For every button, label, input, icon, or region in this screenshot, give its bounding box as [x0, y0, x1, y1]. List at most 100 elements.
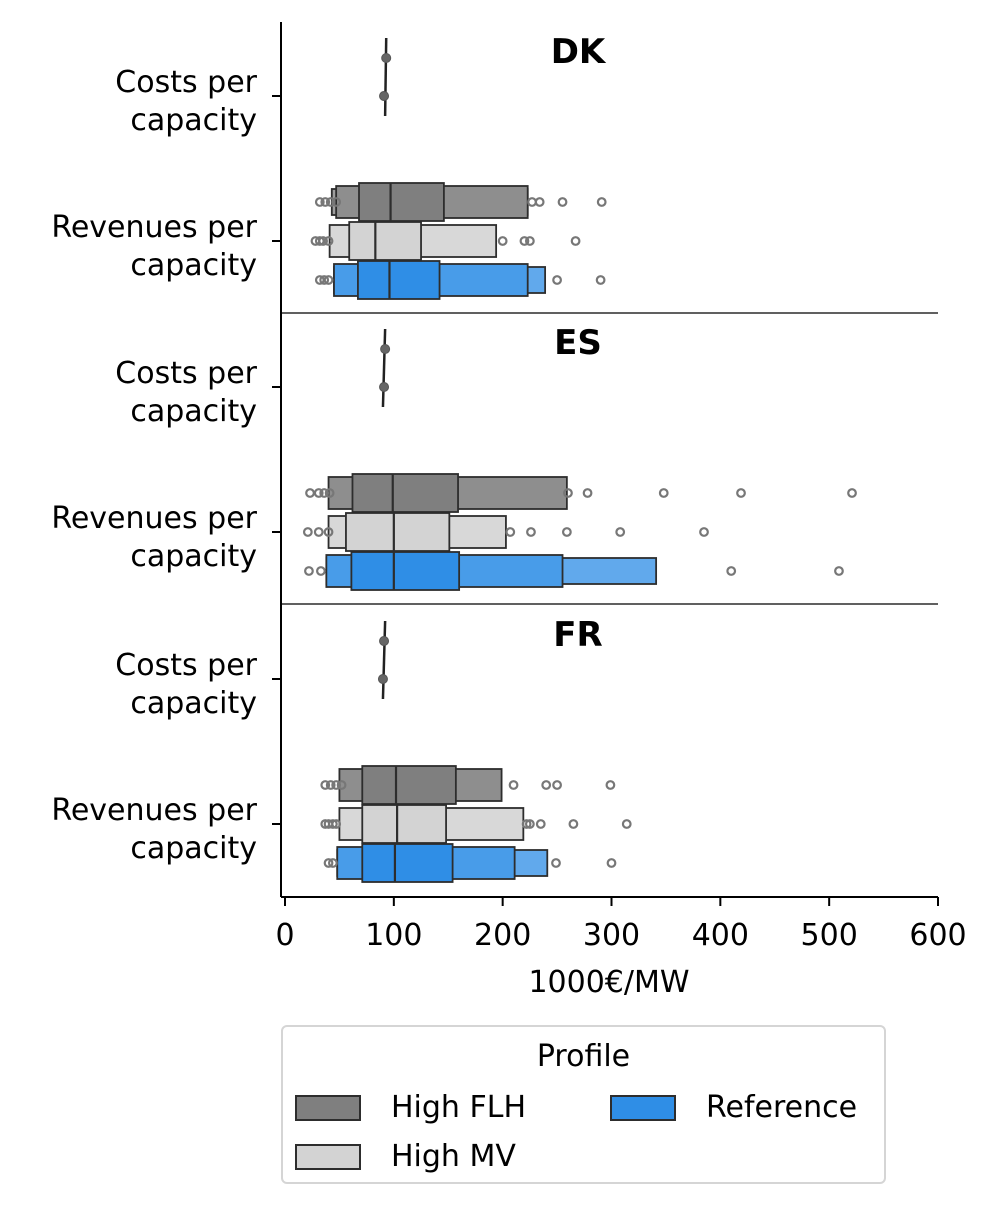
box-level-0 — [361, 843, 454, 883]
costs-point — [380, 344, 391, 354]
costs-point — [381, 53, 392, 63]
x-axis-label: 1000€/MW — [528, 965, 689, 1000]
x-tick-label: 100 — [365, 918, 422, 953]
costs-median-line — [383, 37, 388, 117]
outlier-point — [325, 780, 336, 790]
outlier-point — [323, 858, 334, 868]
box-level-0 — [351, 473, 459, 513]
x-tick-label: 200 — [474, 918, 531, 953]
panel-title: ES — [554, 323, 602, 363]
outlier-point — [323, 275, 334, 285]
series-high-flh — [305, 473, 857, 513]
legend-swatch — [295, 1143, 361, 1170]
outlier-point — [561, 527, 572, 537]
legend-item-high-flh: High FLH — [295, 1090, 526, 1125]
y-tick-label: capacity — [130, 394, 257, 429]
outlier-point — [325, 197, 336, 207]
outlier-point — [505, 527, 516, 537]
box-level-0 — [357, 260, 441, 300]
legend-label: High MV — [391, 1139, 516, 1174]
y-tick-label: capacity — [130, 831, 257, 866]
box-level-0 — [361, 804, 447, 844]
outlier-point — [327, 819, 338, 829]
box-level-0 — [345, 512, 451, 552]
outlier-point — [621, 819, 632, 829]
costs-median-line — [381, 620, 387, 700]
y-tick-label: capacity — [130, 686, 257, 721]
outlier-point — [551, 858, 561, 868]
outlier-point — [568, 819, 579, 829]
outlier-point — [557, 197, 568, 207]
outlier-point — [524, 236, 535, 246]
x-tick-label: 500 — [801, 918, 858, 953]
outlier-point — [534, 197, 545, 207]
y-tick-label: Costs per — [115, 648, 257, 683]
y-tick-label: capacity — [130, 103, 257, 138]
outlier-point — [524, 819, 535, 829]
outlier-point — [331, 197, 342, 207]
y-tick-label: Costs per — [115, 356, 257, 391]
outlier-point — [615, 527, 626, 537]
legend-swatch — [295, 1094, 361, 1121]
series-high-flh — [314, 182, 607, 222]
outlier-point — [570, 236, 581, 246]
x-tick-label: 600 — [909, 918, 966, 953]
outlier-point — [527, 197, 537, 207]
outlier-point — [508, 780, 519, 790]
outlier-point — [606, 858, 617, 868]
outlier-point — [563, 488, 573, 498]
outlier-point — [521, 819, 532, 829]
legend-title: Profile — [536, 1039, 631, 1074]
outlier-point — [320, 780, 331, 790]
box-level-0 — [350, 551, 461, 591]
legend: Profile High FLH High MV Reference — [281, 1025, 886, 1184]
box-level-0 — [348, 221, 422, 261]
outlier-point — [324, 488, 335, 498]
outlier-point — [699, 527, 709, 537]
outlier-point — [305, 488, 315, 498]
outlier-point — [658, 488, 669, 498]
outlier-point — [582, 488, 593, 498]
box-level-0 — [358, 182, 445, 222]
outlier-point — [323, 527, 334, 537]
x-tick-label: 0 — [275, 918, 294, 953]
y-tick-label: Costs per — [115, 65, 257, 100]
outlier-point — [736, 488, 746, 498]
outlier-point — [847, 488, 857, 498]
y-tick-label: Revenues per — [51, 793, 257, 828]
outlier-point — [596, 197, 607, 207]
y-tick-label: Revenues per — [51, 501, 257, 536]
outlier-point — [331, 780, 342, 790]
outlier-point — [316, 566, 326, 576]
legend-item-high-mv: High MV — [295, 1139, 516, 1174]
outlier-point — [519, 236, 530, 246]
series-reference — [304, 551, 844, 591]
outlier-point — [327, 858, 338, 868]
outlier-point — [595, 275, 606, 285]
costs-point — [377, 674, 388, 684]
outlier-point — [302, 527, 313, 537]
outlier-point — [336, 780, 347, 790]
series-high-mv — [320, 804, 632, 844]
legend-label: High FLH — [391, 1090, 527, 1125]
outlier-point — [552, 780, 562, 790]
series-high-mv — [310, 221, 581, 261]
outlier-point — [314, 197, 325, 207]
outlier-point — [834, 566, 844, 576]
outlier-point — [319, 488, 330, 498]
outlier-point — [331, 819, 342, 829]
outlier-point — [535, 819, 546, 829]
outlier-point — [318, 236, 328, 246]
y-tick-label: capacity — [130, 539, 257, 574]
legend-label: Reference — [706, 1090, 858, 1125]
outlier-point — [726, 566, 737, 576]
outlier-point — [605, 780, 616, 790]
outlier-point — [526, 527, 536, 537]
costs-point — [379, 382, 390, 392]
outlier-point — [323, 236, 334, 246]
box-level-0 — [361, 765, 457, 805]
outlier-point — [497, 236, 508, 246]
